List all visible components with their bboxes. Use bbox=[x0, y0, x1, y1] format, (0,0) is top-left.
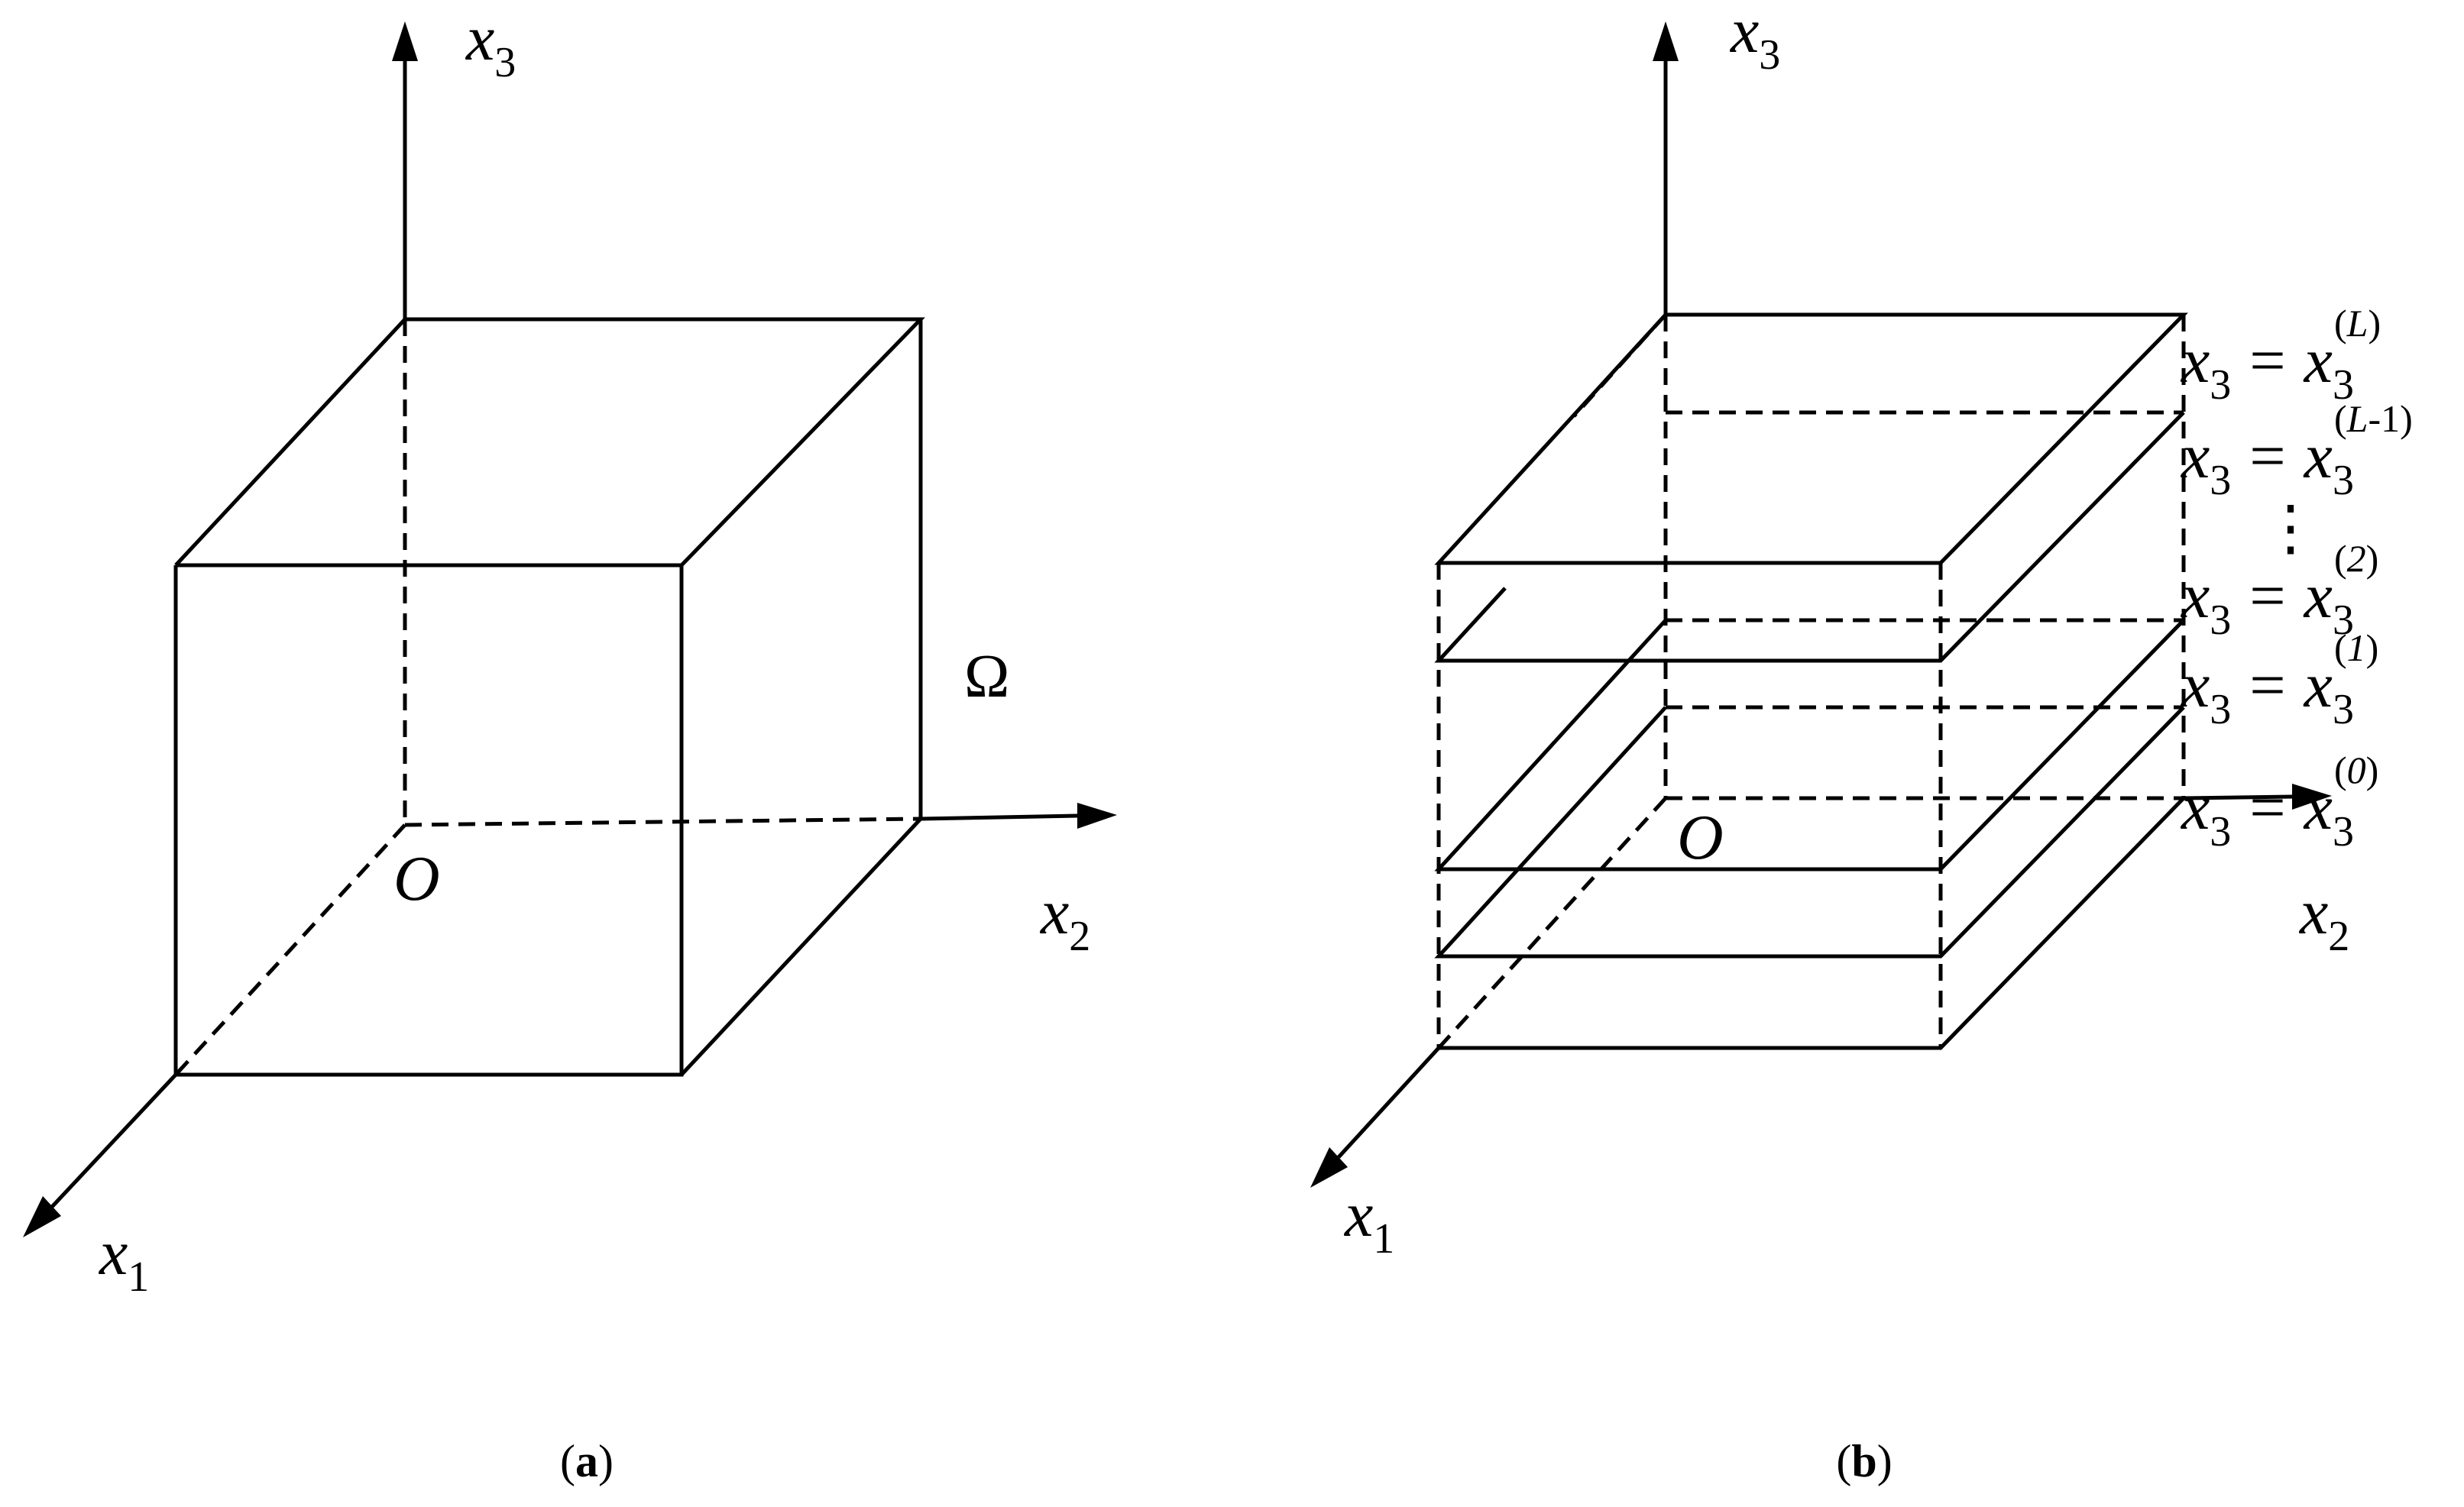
x2-axis-arrowhead bbox=[2292, 784, 2332, 810]
interface-label-0: x3=x3(0) bbox=[2180, 749, 2378, 855]
hidden-edge-x1-axis bbox=[174, 823, 406, 1076]
x1-axis-line bbox=[1337, 1046, 1440, 1159]
cube-top-face bbox=[174, 317, 925, 567]
cube-bottom-right-edge bbox=[680, 817, 922, 1076]
origin-label: O bbox=[1677, 802, 1724, 873]
hidden-edge-x2-axis bbox=[404, 817, 921, 827]
x2-axis-line bbox=[2183, 794, 2293, 800]
x3-axis-label: x3 bbox=[1729, 0, 1780, 79]
interface-labels: x3=x3(L)x3=x3(L-1) x3=x3(2)x3=x3(1) x3=x3(… bbox=[2180, 302, 2413, 855]
x1-axis-arrowhead bbox=[23, 1196, 61, 1237]
interface-label-L-1: x3=x3(L-1) bbox=[2180, 397, 2413, 504]
x3-axis-arrowhead bbox=[1653, 21, 1679, 61]
x1-axis-label: x1 bbox=[98, 1218, 149, 1301]
hidden-edge-x1-direction bbox=[1437, 797, 1667, 1049]
x1-axis-arrowhead bbox=[1310, 1147, 1348, 1188]
panel-a: x3 x2 x1 O Ω (a) bbox=[23, 3, 1117, 1486]
panel-b: x3 x2 x1 O x3=x3(L)x3=x3(L-1)x3=x3(2)x3=… bbox=[1310, 0, 2413, 1486]
x1-axis-line bbox=[50, 1073, 177, 1208]
interface-plane-1 bbox=[1434, 705, 2185, 959]
interfaces-ellipsis: ⋮ bbox=[2260, 495, 2321, 562]
x3-axis-label: x3 bbox=[465, 3, 516, 86]
panel-b-caption: (b) bbox=[1836, 1436, 1892, 1486]
interface-label-L: x3=x3(L) bbox=[2180, 302, 2381, 409]
x3-axis-arrowhead bbox=[392, 21, 418, 61]
interface-plane-2 bbox=[1434, 618, 2185, 872]
interface-label-1: x3=x3(1) bbox=[2180, 626, 2378, 733]
interface-plane-L-1 bbox=[1434, 410, 2185, 663]
origin-label: O bbox=[393, 843, 440, 914]
interface-plane-L bbox=[1434, 312, 2188, 565]
x2-axis-line bbox=[920, 813, 1078, 821]
interface-plane-0 bbox=[1439, 797, 2185, 1050]
interface-label-2: x3=x3(2) bbox=[2180, 537, 2378, 644]
domain-omega-label: Ω bbox=[964, 643, 1009, 710]
x2-axis-arrowhead bbox=[1077, 803, 1117, 829]
x2-axis-label: x2 bbox=[2298, 877, 2349, 960]
panel-a-caption: (a) bbox=[560, 1436, 614, 1486]
cube-front-face bbox=[173, 563, 684, 1077]
x1-axis-label: x1 bbox=[1343, 1179, 1394, 1263]
x2-axis-label: x2 bbox=[1039, 877, 1090, 960]
